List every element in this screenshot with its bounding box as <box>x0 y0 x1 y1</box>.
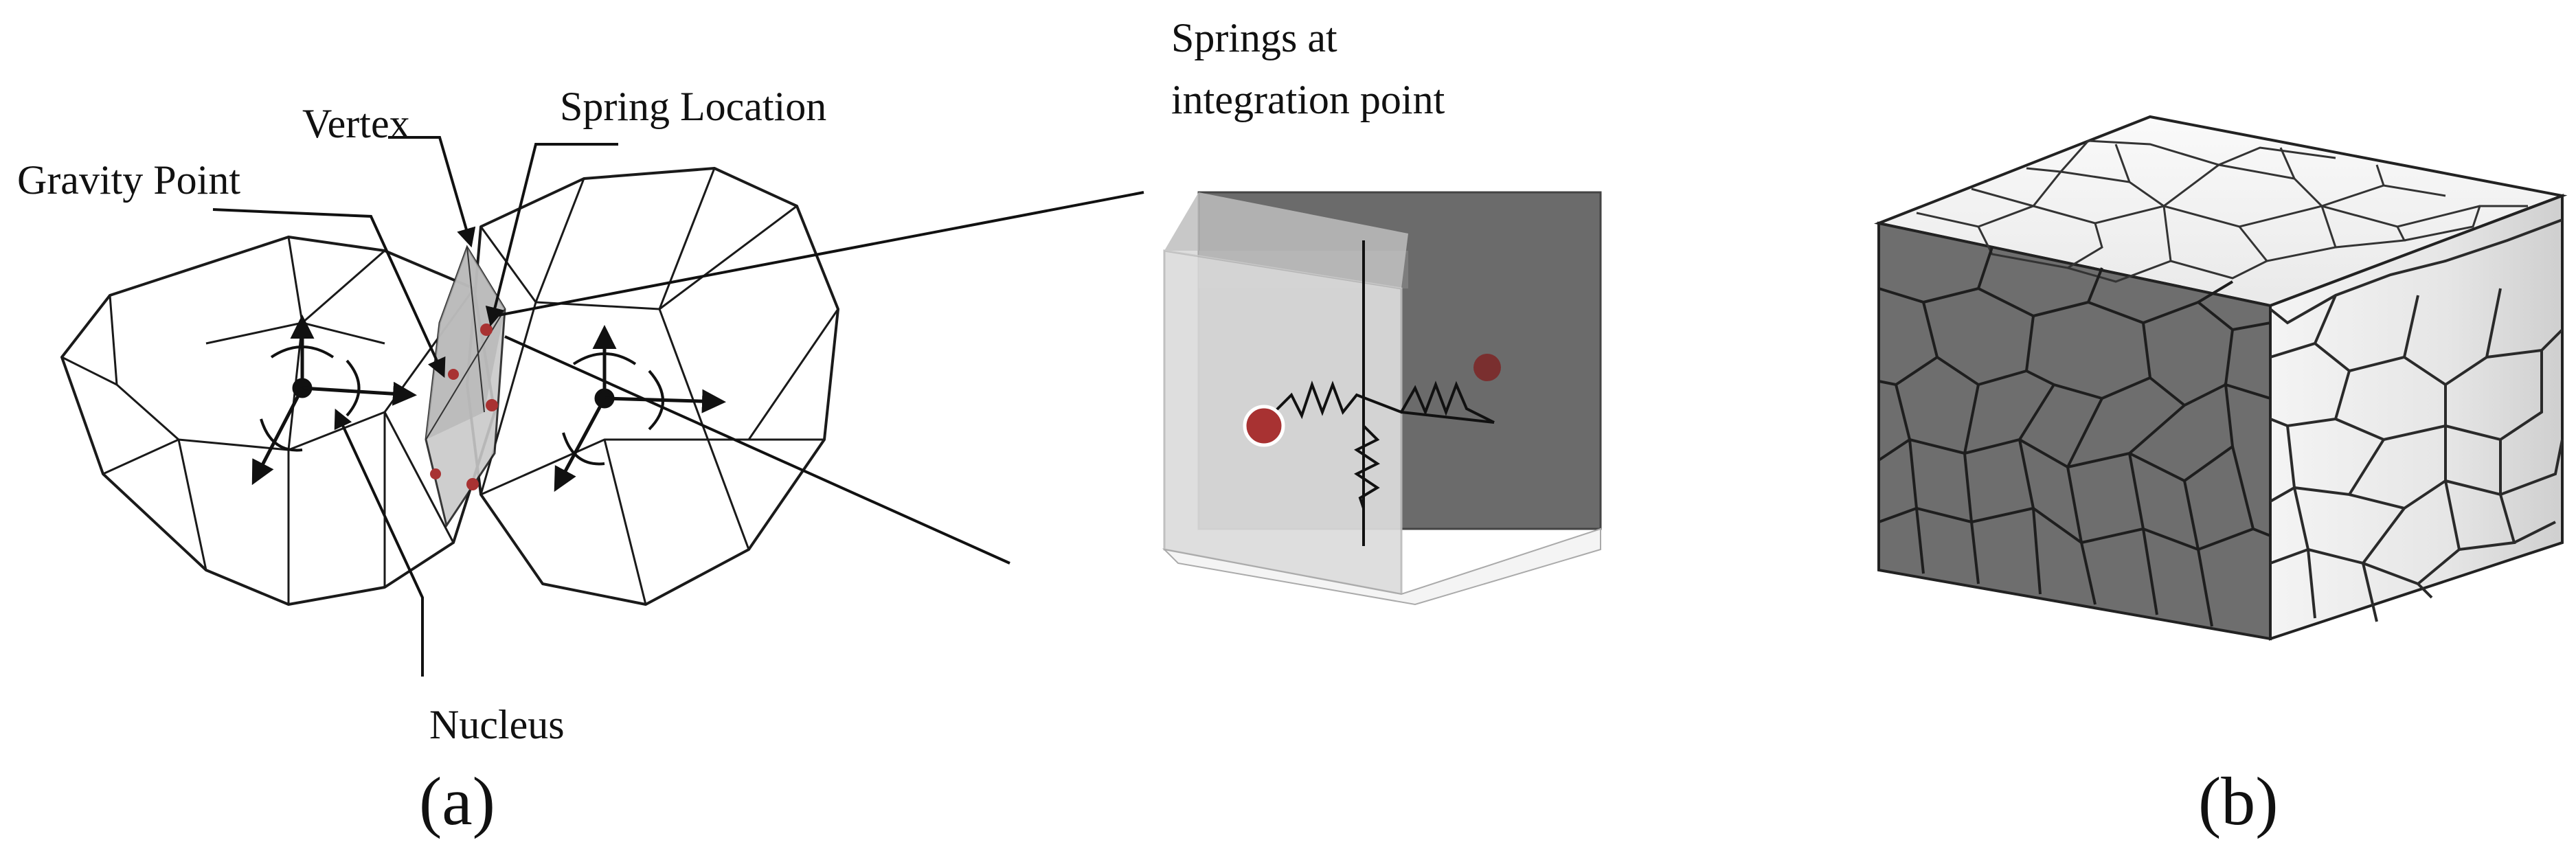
nucleus-label: Nucleus <box>429 702 565 747</box>
nucleus-leader <box>334 408 424 677</box>
springs-label-line2: integration point <box>1171 77 1445 122</box>
grain-boundaries-side <box>2269 218 2564 622</box>
spring-point <box>486 399 498 411</box>
gravity-point-label: Gravity Point <box>17 157 240 203</box>
right-polyhedron <box>466 167 839 606</box>
grain-boundaries-front <box>1877 247 2271 627</box>
spring-point <box>480 324 493 336</box>
right-nucleus-axes <box>554 325 726 492</box>
panel-b-label: (b) <box>2198 763 2279 839</box>
spring-point <box>466 478 479 490</box>
vertex-label: Vertex <box>302 101 410 146</box>
springs-label-line1: Springs at <box>1171 15 1337 60</box>
left-nucleus-axes <box>251 315 417 486</box>
normal-spring <box>1263 381 1495 424</box>
cube-particle-right <box>1473 354 1501 381</box>
panel-a-label: (a) <box>419 763 495 839</box>
right-polyhedron-facets <box>479 168 839 605</box>
shear-spring <box>1354 424 1380 509</box>
interface-plane <box>425 245 506 528</box>
spring-location-leader <box>485 143 618 327</box>
grain-cube <box>1874 115 2568 641</box>
spring-point <box>430 468 441 479</box>
spring-points <box>430 324 498 490</box>
zoom-line-top <box>494 191 1144 317</box>
cube-particle-left <box>1243 405 1285 447</box>
grain-side-face <box>2269 194 2564 641</box>
spring-location-label: Spring Location <box>560 84 826 129</box>
grain-boundaries-top <box>1916 139 2528 283</box>
zoom-line-bottom <box>504 335 1010 565</box>
spring-point <box>448 369 459 380</box>
leader-lines <box>212 136 1144 677</box>
left-polyhedron <box>60 236 496 606</box>
spring-cube <box>1162 191 1602 606</box>
gravity-point-leader <box>212 208 446 378</box>
vertex-leader <box>388 136 476 248</box>
